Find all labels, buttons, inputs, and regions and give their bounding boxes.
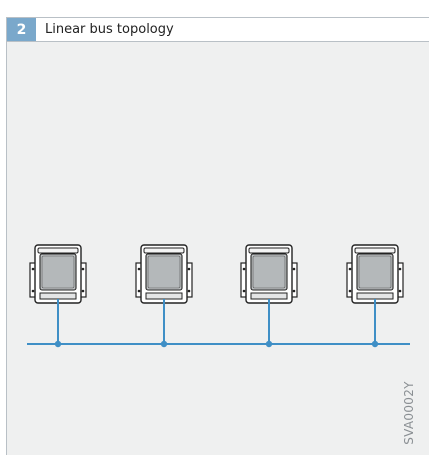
figure-number-badge: 2 xyxy=(7,18,36,41)
bus-junction-3 xyxy=(265,340,273,348)
bus-junction-2 xyxy=(160,340,168,348)
device-node-4 xyxy=(346,244,404,344)
device-node-2 xyxy=(135,244,193,344)
bus-junction-4 xyxy=(371,340,379,348)
device-node-1 xyxy=(29,244,87,344)
figure-header: 2 Linear bus topology xyxy=(6,17,429,42)
figure-code-label: SVA0002Y xyxy=(402,381,416,445)
bus-junction-1 xyxy=(54,340,62,348)
device-node-3 xyxy=(240,244,298,344)
figure-title: Linear bus topology xyxy=(45,22,174,37)
